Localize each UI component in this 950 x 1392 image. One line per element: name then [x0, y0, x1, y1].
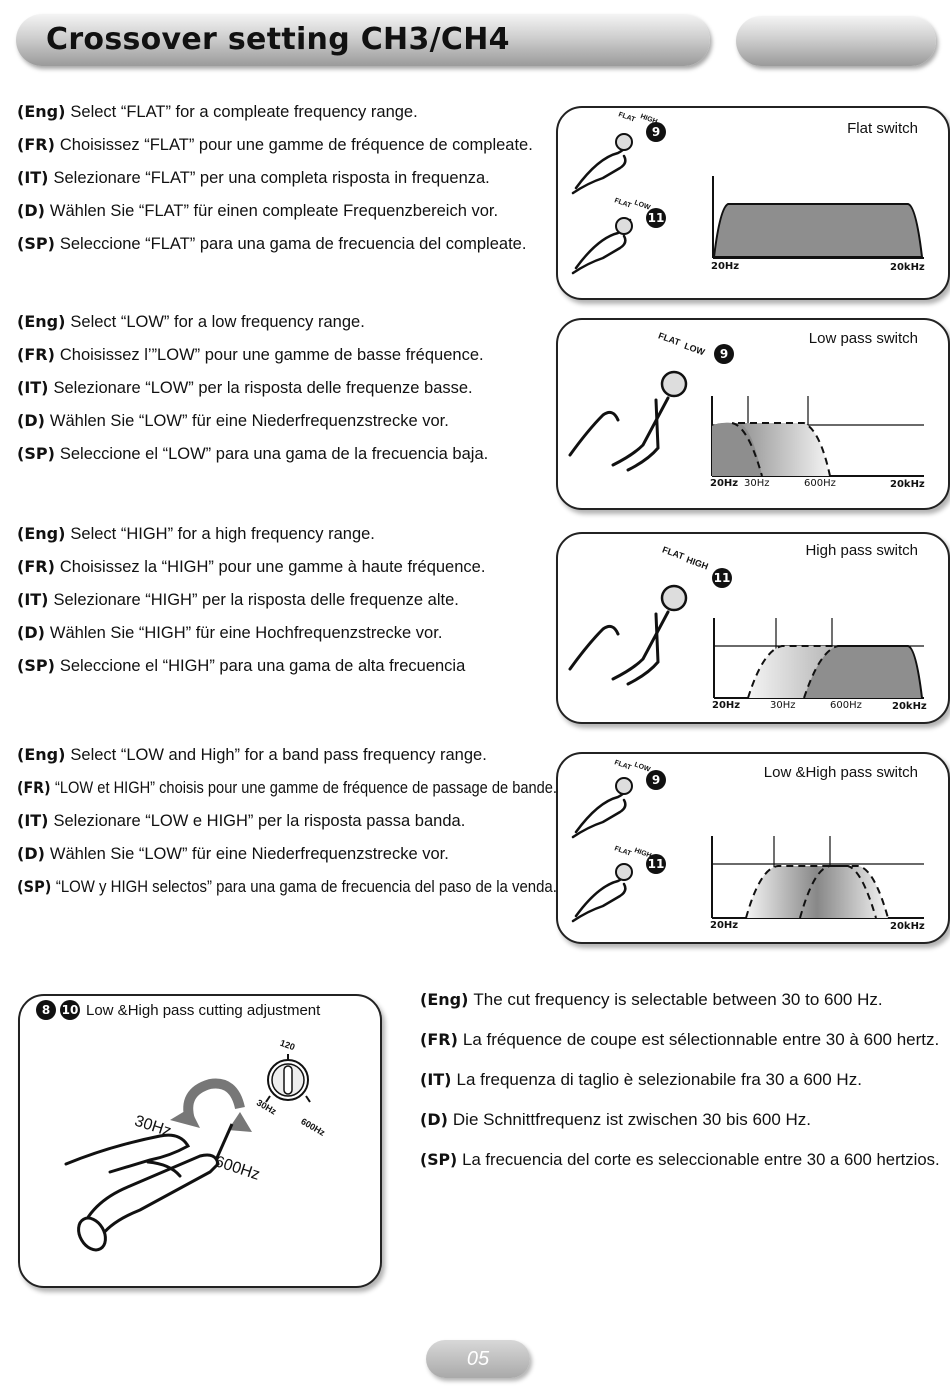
axis-label: 20kHz: [892, 701, 927, 712]
axis-label: 20Hz: [710, 920, 739, 931]
high-pass-panel: FLAT HIGH 11 High pass switch 20Hz 30Hz …: [556, 532, 950, 724]
axis-label: 20kHz: [890, 921, 925, 932]
band-pass-graph: [571, 777, 924, 923]
instruction-line: (Eng)Select “LOW” for a low frequency ra…: [17, 312, 365, 331]
badge-9: 9: [646, 770, 666, 790]
band-pass-instructions: (Eng)Select “LOW and High” for a band pa…: [17, 745, 557, 910]
axis-label: 30Hz: [744, 478, 770, 489]
instruction-line: (IT)Selezionare “HIGH” per la risposta d…: [17, 590, 459, 609]
cut-frequency-text: (Eng)The cut frequency is selectable bet…: [420, 990, 940, 1190]
axis-label: 20Hz: [711, 261, 740, 272]
instruction-line: (SP)“LOW y HIGH selectos” para una gama …: [17, 877, 557, 896]
flat-instructions: (Eng)Select “FLAT” for a compleate frequ…: [17, 102, 557, 267]
panel-title: High pass switch: [805, 542, 918, 559]
badge-10: 10: [60, 1000, 80, 1020]
instruction-line: (SP)La frecuencia del corte es seleccion…: [420, 1150, 940, 1169]
cutting-adjustment-panel: 8 10 Low &High pass cutting adjustment 1…: [18, 994, 382, 1288]
low-pass-graph: [568, 370, 924, 477]
instruction-line: (D)Wählen Sie “FLAT” für einen compleate…: [17, 201, 499, 220]
instruction-line: (FR)“LOW et HIGH” choisis pour une gamme…: [17, 778, 557, 797]
panel-title: Low &High pass switch: [763, 764, 918, 781]
instruction-line: (Eng)Select “FLAT” for a compleate frequ…: [17, 102, 418, 121]
low-instructions: (Eng)Select “LOW” for a low frequency ra…: [17, 312, 557, 477]
badge-11: 11: [646, 208, 666, 228]
panel-title: Low &High pass cutting adjustment: [86, 1002, 321, 1019]
page-number: 05: [426, 1340, 530, 1378]
instruction-line: (FR)La fréquence de coupe est sélectionn…: [420, 1030, 940, 1049]
instruction-line: (FR)Choisissez “FLAT” pour une gamme de …: [17, 135, 533, 154]
instruction-line: (D)Wählen Sie “HIGH” für eine Hochfreque…: [17, 623, 443, 642]
panel-title: Flat switch: [847, 120, 918, 137]
flat-switch-panel: FLAT HIGH FLAT LOW 9 11 Flat switch 20Hz…: [556, 106, 950, 300]
screwdriver-illustration: [64, 1054, 311, 1252]
axis-label: 20kHz: [890, 262, 925, 273]
instruction-line: (IT)Selezionare “FLAT” per una completa …: [17, 168, 490, 187]
flat-response-graph: [571, 133, 924, 275]
badge-9: 9: [646, 122, 666, 142]
instruction-line: (Eng)The cut frequency is selectable bet…: [420, 990, 883, 1009]
badge-11: 11: [646, 854, 666, 874]
instruction-line: (Eng)Select “HIGH” for a high frequency …: [17, 524, 375, 543]
axis-label: 20Hz: [710, 478, 739, 489]
instruction-line: (SP)Seleccione el “HIGH” para una gama d…: [17, 656, 466, 675]
instruction-line: (D)Wählen Sie “LOW” für eine Niederfrequ…: [17, 844, 449, 863]
badge-11: 11: [712, 568, 732, 588]
high-pass-graph: [568, 584, 924, 699]
title-decoration-pill: [736, 16, 936, 66]
axis-label: 600Hz: [804, 478, 836, 489]
axis-label: 20Hz: [712, 700, 741, 711]
axis-label: 20kHz: [890, 479, 925, 490]
panel-title: Low pass switch: [808, 330, 918, 347]
title-bar: Crossover setting CH3/CH4: [16, 14, 710, 66]
instruction-line: (FR)Choisissez l’”LOW” pour une gamme de…: [17, 345, 484, 364]
page-title: Crossover setting CH3/CH4: [46, 22, 510, 57]
instruction-line: (SP)Seleccione “FLAT” para una gama de f…: [17, 234, 527, 253]
instruction-line: (SP)Seleccione el “LOW” para una gama de…: [17, 444, 489, 463]
badge-8: 8: [36, 1000, 56, 1020]
instruction-line: (Eng)Select “LOW and High” for a band pa…: [17, 745, 487, 764]
instruction-line: (IT)Selezionare “LOW” per la risposta de…: [17, 378, 473, 397]
axis-label: 30Hz: [770, 700, 796, 711]
instruction-line: (D)Wählen Sie “LOW” für eine Niederfrequ…: [17, 411, 449, 430]
band-pass-panel: FLAT LOW FLAT HIGH 9 11 Low &High pass s…: [556, 752, 950, 944]
instruction-line: (IT)Selezionare “LOW e HIGH” per la risp…: [17, 811, 466, 830]
instruction-line: (D)Die Schnittfrequenz ist zwischen 30 b…: [420, 1110, 812, 1129]
low-pass-panel: FLAT LOW 9 Low pass switch 20Hz 30Hz 600…: [556, 318, 950, 510]
high-instructions: (Eng)Select “HIGH” for a high frequency …: [17, 524, 557, 689]
badge-9: 9: [714, 344, 734, 364]
instruction-line: (IT)La frequenza di taglio è selezionabi…: [420, 1070, 862, 1089]
axis-label: 600Hz: [830, 700, 862, 711]
instruction-line: (FR)Choisissez la “HIGH” pour une gamme …: [17, 557, 486, 576]
